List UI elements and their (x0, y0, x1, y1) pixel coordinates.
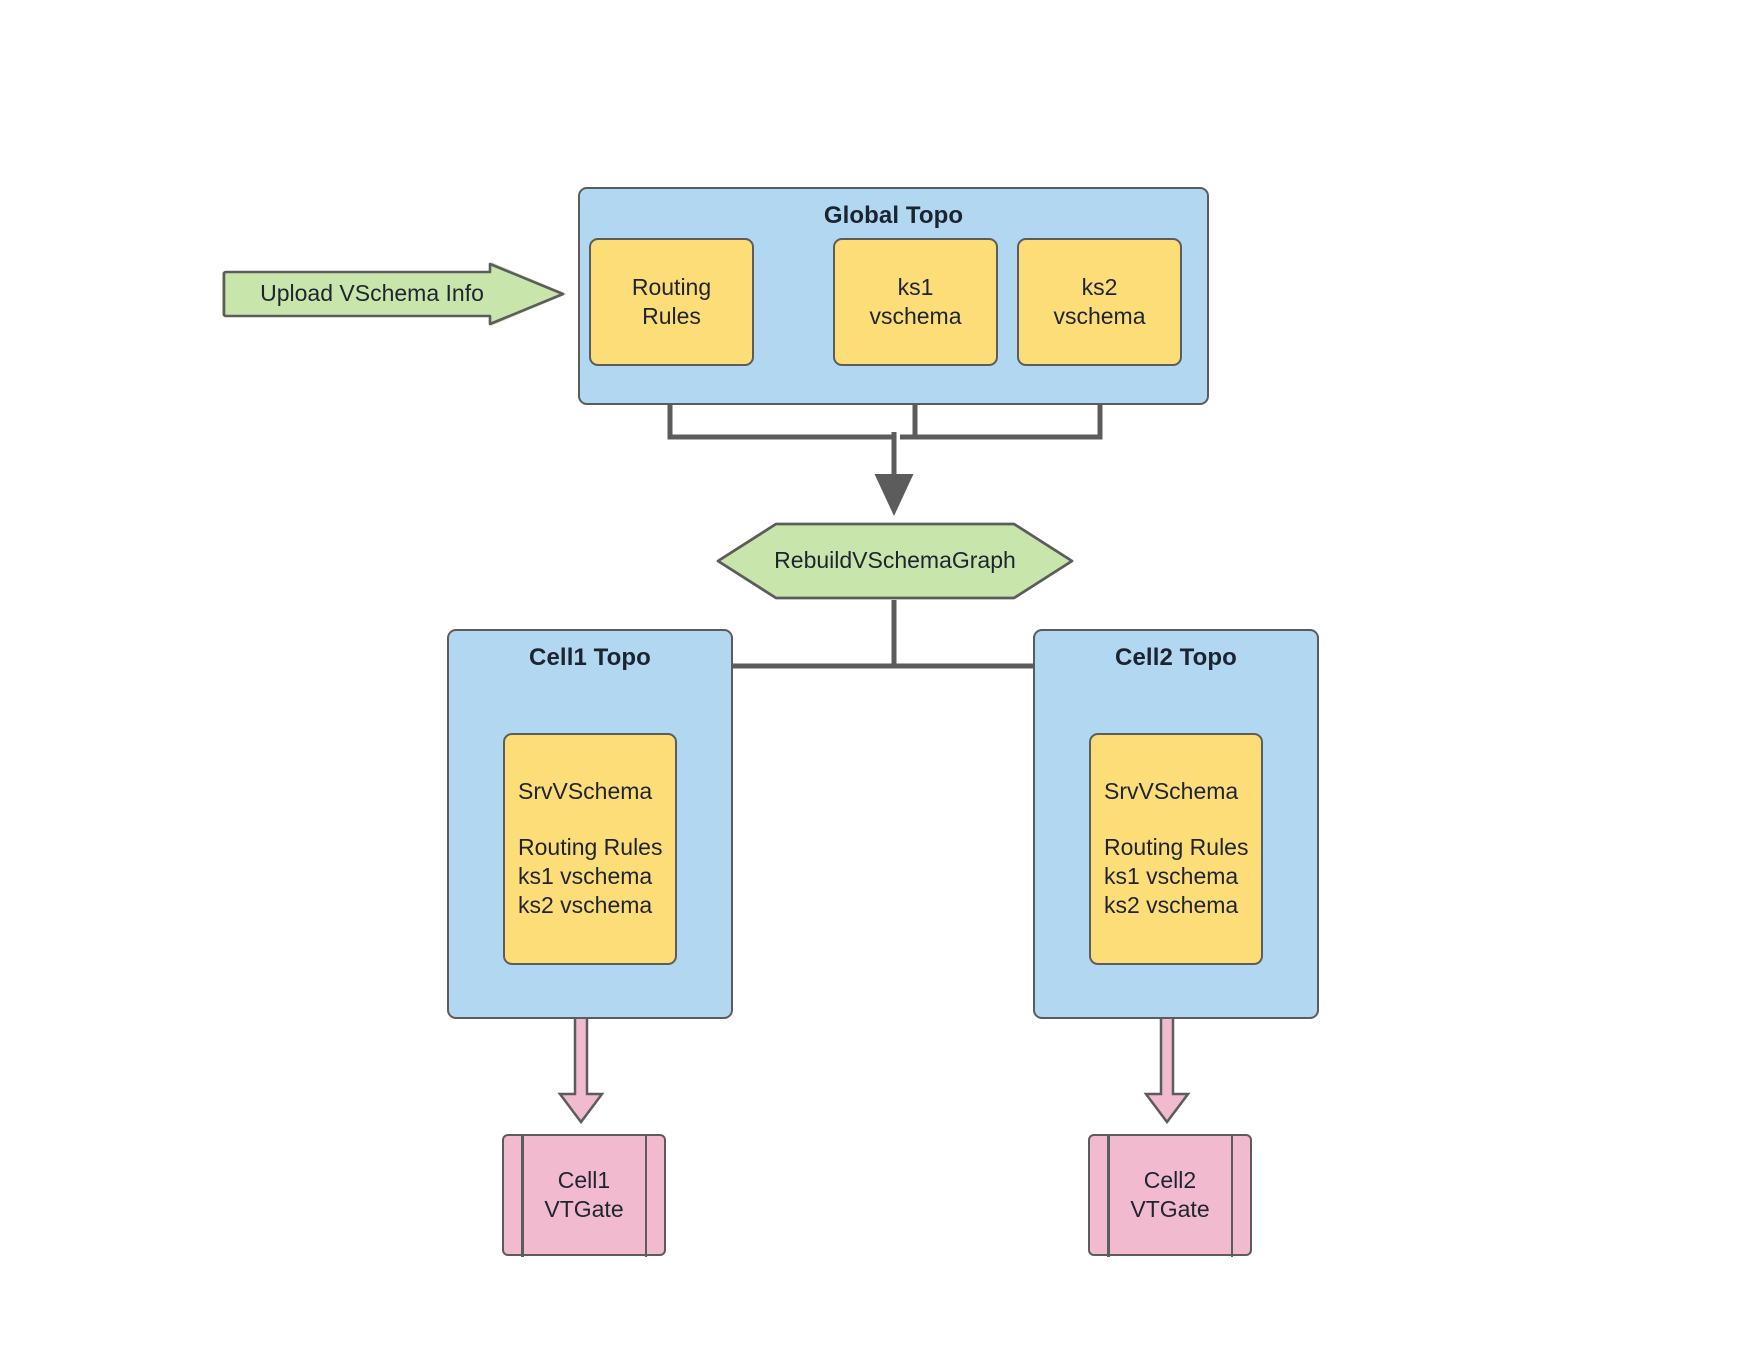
cell2-srvvschema-box[interactable]: SrvVSchema Routing Rules ks1 vschema ks2… (1089, 733, 1263, 965)
global-box-ks1-vschema[interactable]: ks1 vschema (833, 238, 998, 366)
global-box-routing-rules[interactable]: Routing Rules (589, 238, 754, 366)
cell1-vtgate-label: Cell1 VTGate (544, 1166, 624, 1222)
cell2-vtgate-left-bar (1107, 1133, 1110, 1257)
cell1-topo-title: Cell1 Topo (529, 644, 651, 671)
cell1-srvvschema-box[interactable]: SrvVSchema Routing Rules ks1 vschema ks2… (503, 733, 677, 965)
global-box-ks2-vschema-label: ks2 vschema (1053, 273, 1146, 329)
cell1-vtgate-node[interactable]: Cell1 VTGate (502, 1133, 666, 1257)
cell2-topo-title: Cell2 Topo (1115, 644, 1237, 671)
global-box-ks1-vschema-label: ks1 vschema (869, 273, 962, 329)
cell2-vtgate-node[interactable]: Cell2 VTGate (1088, 1133, 1252, 1257)
cell1-vtgate-left-bar (521, 1133, 524, 1257)
rebuild-vschema-graph-label: RebuildVSchemaGraph (774, 547, 1016, 574)
cell2-srvvschema-spacer (1104, 807, 1261, 833)
global-box-routing-rules-label: Routing Rules (631, 273, 712, 329)
cell2-srvvschema-title: SrvVSchema (1104, 778, 1239, 805)
global-box-ks2-vschema[interactable]: ks2 vschema (1017, 238, 1182, 366)
global-topo-title: Global Topo (823, 202, 964, 229)
cell1-srvvschema-spacer (518, 807, 675, 833)
upload-vschema-label: Upload VSchema Info (260, 280, 484, 307)
cell1-srvvschema-lines: Routing Rules ks1 vschema ks2 vschema (518, 833, 663, 919)
cell1-srvvschema-title: SrvVSchema (518, 778, 653, 805)
cell1-vtgate-right-bar (644, 1133, 647, 1257)
cell2-vtgate-label: Cell2 VTGate (1130, 1166, 1210, 1222)
cell2-vtgate-right-bar (1230, 1133, 1233, 1257)
upload-vschema-arrow-outline (222, 262, 565, 326)
rebuild-vschema-graph-hexagon[interactable] (716, 522, 1074, 600)
cell2-srvvschema-lines: Routing Rules ks1 vschema ks2 vschema (1104, 833, 1249, 919)
